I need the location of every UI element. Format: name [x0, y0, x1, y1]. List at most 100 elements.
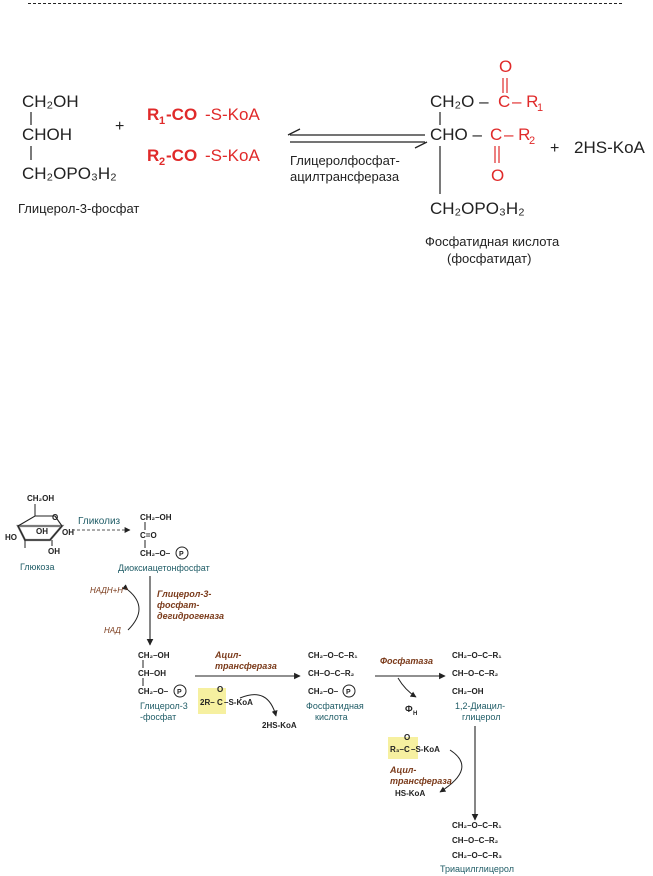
acyl-coa-2: R 2 -CO -S-KoA	[147, 146, 260, 168]
pa-p: P	[346, 689, 351, 696]
substrate-line-3: CH₂OPO₃H₂	[22, 164, 117, 183]
dag-l2: CH–O–C–R₂	[452, 669, 499, 678]
hskoa-label: HS-KoA	[395, 789, 425, 798]
acylcoa-2r: 2R– C O –S-KoA	[200, 685, 253, 707]
g3p-name-1: Глицерол-3	[140, 701, 188, 711]
product-row1-r: – R	[512, 92, 538, 111]
acylcoa-highlight	[198, 688, 226, 714]
substrate-line-2: CHOH	[22, 125, 72, 144]
acyltransferase1-l2: трансфераза	[215, 661, 277, 671]
dhap-structure: CH₂–OH C=O CH₂–O– P Диоксиацетонфосфат	[118, 513, 210, 573]
top-dashed-rule	[28, 3, 622, 4]
acylcoa3-suffix: –S-KoA	[411, 745, 440, 754]
glycerol-3-phosphate-structure: CH₂OH CHOH CH₂OPO₃H₂ Глицерол-3-фосфат	[18, 92, 139, 216]
enzyme-line-2: ацилтрансфераза	[290, 169, 400, 184]
nad-cycle-arrow	[121, 584, 140, 631]
dehydrogenase-l1: Глицерол-3-	[157, 589, 211, 599]
acyl1-koa: -S-KoA	[205, 105, 260, 124]
product-row2-sub: 2	[529, 135, 535, 147]
dhap-l2: C=O	[140, 531, 157, 540]
product-o-1: O	[499, 57, 512, 76]
tag-l3: CH₂–O–C–R₃	[452, 851, 502, 860]
dehydrogenase-l2: фосфат-	[157, 600, 199, 610]
triacylglycerol-structure: CH₂–O–C–R₁ CH–O–C–R₂ CH₂–O–C–R₃ Триацилг…	[440, 821, 514, 874]
product-row1-sub: 1	[537, 102, 543, 114]
acylcoa3-o: O	[404, 733, 410, 742]
acylcoa3-curve-arrow	[439, 749, 463, 793]
substrate-name: Глицерол-3-фосфат	[18, 201, 139, 216]
acyltransferase2-l2: трансфераза	[390, 776, 452, 786]
acylcoa-prefix: 2R–	[200, 698, 215, 707]
product-row2-r: – R	[504, 125, 530, 144]
product-o-2: O	[491, 166, 504, 185]
product-row1-c: C	[498, 92, 510, 111]
dhap-l1: CH₂–OH	[140, 513, 172, 522]
g3p-l3: CH₂–O–	[138, 687, 169, 696]
acyl2-co: -CO	[166, 146, 197, 165]
enzyme-line-1: Глицеролфосфат-	[290, 153, 400, 168]
dag-name-2: глицерол	[462, 712, 501, 722]
product-name-1: Фосфатидная кислота	[425, 234, 560, 249]
phosphatase-label: Фосфатаза	[380, 656, 433, 666]
plus-sign-1: +	[115, 118, 124, 135]
acylcoa-suffix: –S-KoA	[224, 698, 253, 707]
acyltransferase2-l1: Ацил-	[389, 765, 416, 775]
acylcoa-o: O	[217, 685, 223, 694]
acylcoa-curve-arrow	[239, 694, 278, 717]
product-row2-left: CHO –	[430, 125, 483, 144]
pa-l3: CH₂–O–	[308, 687, 339, 696]
acyl1-r: R	[147, 105, 159, 124]
glucose-ho: HO	[5, 533, 17, 542]
glucose-oh-3: OH	[48, 547, 60, 556]
acyltransferase1-l1: Ацил-	[214, 650, 241, 660]
pa-name-2: кислота	[315, 712, 348, 722]
acyltransferase2-enzyme: Ацил- трансфераза	[389, 765, 452, 786]
product-name-2: (фосфатидат)	[447, 251, 531, 266]
dhap-name: Диоксиацетонфосфат	[118, 563, 210, 573]
pa-l1: CH₂–O–C–R₁	[308, 651, 358, 660]
glucose-ring-o: O	[52, 513, 58, 522]
acyl2-sub: 2	[159, 156, 165, 168]
dhap-l3: CH₂–O–	[140, 549, 171, 558]
g3p-structure: CH₂–OH CH–OH CH₂–O– P Глицерол-3 -фосфат	[138, 651, 188, 722]
product-row1-left: CH₂O –	[430, 92, 489, 111]
diacylglycerol-structure: CH₂–O–C–R₁ CH–O–C–R₂ CH₂–OH 1,2-Диацил- …	[452, 651, 505, 722]
pi-sub: Н	[413, 711, 417, 717]
acyl2-koa: -S-KoA	[205, 146, 260, 165]
acylcoa3-c: C	[404, 745, 410, 754]
glucose-name: Глюкоза	[20, 562, 54, 572]
phosphatidic-acid-structure: O CH₂O – C – R 1 CHO – C – R 2 O CH₂OPO₃…	[425, 57, 560, 266]
glucose-ch2oh: CH₂OH	[27, 494, 54, 503]
acyl2-r: R	[147, 146, 159, 165]
dhap-p: P	[179, 551, 184, 558]
acylcoa3-highlight	[388, 737, 418, 759]
pi-label: Ф	[405, 704, 413, 714]
g3p-l1: CH₂–OH	[138, 651, 170, 660]
dag-l1: CH₂–O–C–R₁	[452, 651, 502, 660]
acyl1-co: -CO	[166, 105, 197, 124]
glucose-oh-1: OH	[36, 527, 48, 536]
acylcoa-c: C	[217, 698, 223, 707]
phosphatidic-acid-small: CH₂–O–C–R₁ CH–O–C–R₂ CH₂–O– P Фосфатидна…	[306, 651, 364, 722]
acyl-coa-1: R 1 -CO -S-KoA	[147, 105, 260, 127]
glucose-structure: CH₂OH O OH OH HO OH Глюкоза	[5, 494, 74, 572]
dehydrogenase-enzyme: Глицерол-3- фосфат- дегидрогеназа	[157, 589, 224, 621]
dehydrogenase-l3: дегидрогеназа	[157, 611, 224, 621]
substrate-line-1: CH₂OH	[22, 92, 79, 111]
nadh-label: НАДН+Н⁺	[90, 586, 128, 595]
dag-l3: CH₂–OH	[452, 687, 484, 696]
pi-release-arrow	[397, 677, 417, 698]
glucose-oh-2: OH	[62, 528, 74, 537]
product-row3: CH₂OPO₃H₂	[430, 199, 525, 218]
coproduct-hskoa: 2HS-KoA	[574, 138, 646, 157]
acyl1-sub: 1	[159, 115, 165, 127]
equilibrium-arrows	[287, 128, 428, 149]
triacylglycerol-synthesis-pathway: CH₂OH O OH OH HO OH Глюкоза Гликолиз CH₂…	[5, 494, 514, 874]
phosphatidic-acid-synthesis-scheme: CH₂OH CHOH CH₂OPO₃H₂ Глицерол-3-фосфат +…	[18, 57, 646, 266]
g3p-name-2: -фосфат	[140, 712, 176, 722]
g3p-l2: CH–OH	[138, 669, 166, 678]
nad-label: НАД	[104, 626, 121, 635]
g3p-p: P	[177, 689, 182, 696]
glycolysis-label: Гликолиз	[78, 516, 121, 527]
dag-name-1: 1,2-Диацил-	[455, 701, 505, 711]
